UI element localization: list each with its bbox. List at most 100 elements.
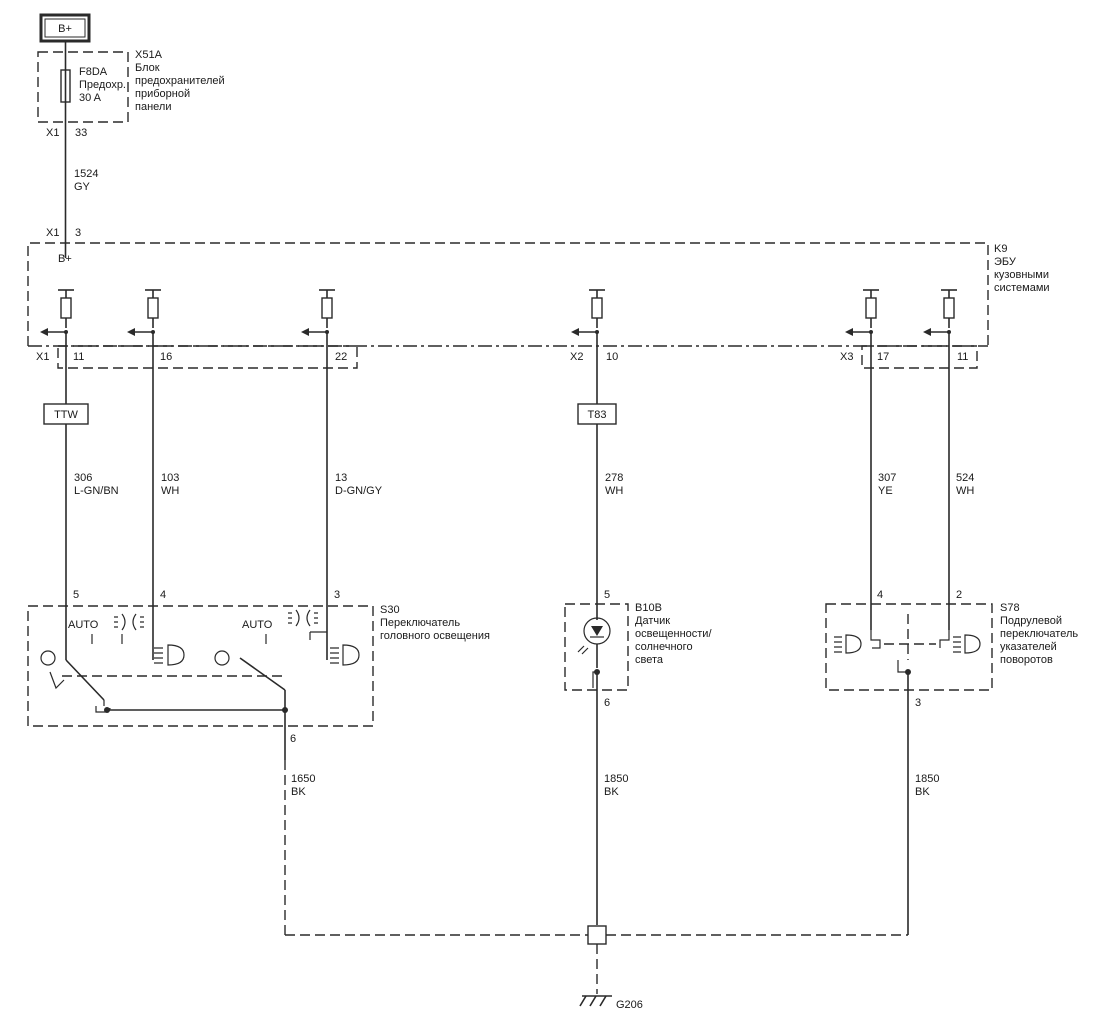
wire-278: T83 278 WH 5: [577, 332, 623, 620]
tag-ttw-label: TTW: [54, 409, 78, 421]
gw-1850b-circuit: 1850: [915, 773, 939, 785]
b10b-name-4: света: [635, 654, 664, 666]
feed-wire: 1524 GY: [64, 138, 98, 258]
wire-103-circuit: 103: [161, 472, 179, 484]
wire-278-pin: 5: [604, 589, 610, 601]
ground-symbol: G206: [579, 995, 643, 1011]
gw-1850a-circuit: 1850: [604, 773, 628, 785]
parking-lamp-icon-2: [288, 609, 318, 627]
bcm-pin-2: 16: [160, 351, 172, 363]
fuse-rating: 30 A: [79, 92, 102, 104]
photodiode-icon: [577, 617, 611, 655]
wire-13-color: D-GN/GY: [335, 485, 383, 497]
ground-splice: [587, 925, 607, 994]
bcm-name-3: системами: [994, 282, 1050, 294]
wire-103-color: WH: [161, 485, 179, 497]
bcm-ref: K9: [994, 243, 1007, 255]
headlamp-icon-3: [834, 634, 862, 654]
b10b-name-2: освещенности/: [635, 628, 712, 640]
bcm-conn-x3: X3: [840, 351, 853, 363]
s30-name-1: Переключатель: [380, 617, 460, 629]
feed-wire-circuit: 1524: [74, 168, 98, 180]
s78-name-4: поворотов: [1000, 654, 1053, 666]
bcm-input-pin: 3: [75, 227, 81, 239]
gw-1650-color: BK: [291, 786, 306, 798]
s78-ground-pin: 3: [915, 697, 921, 709]
b10b-name-3: солнечного: [635, 641, 693, 653]
fuse-connector: X1: [46, 127, 59, 139]
bcm-input-connector: X1: [46, 227, 59, 239]
s30-auto-2: AUTO: [242, 619, 273, 631]
s78-name-2: переключатель: [1000, 628, 1078, 640]
bcm-module: X1 3 B+ K9 ЭБУ кузовными системами X1 X2…: [27, 227, 1050, 369]
wire-306-circuit: 306: [74, 472, 92, 484]
gw-1850a-color: BK: [604, 786, 619, 798]
turn-signal-switch-s78: S78 Подрулевой переключатель указателей …: [825, 602, 1078, 935]
wire-13-circuit: 13: [335, 472, 347, 484]
switch-knob-1: [40, 650, 56, 666]
wire-103: 103 WH 4: [152, 332, 179, 660]
bcm-input-circuit-6: [923, 289, 957, 336]
ground-label: G206: [616, 999, 643, 1011]
ground-wire-1850-b: 1850 BK: [606, 773, 939, 936]
bcm-name-2: кузовными: [994, 269, 1049, 281]
wire-524-circuit: 524: [956, 472, 974, 484]
fuse-block-name-2: предохранителей: [135, 75, 225, 87]
b10b-ref: B10B: [635, 602, 662, 614]
wire-306-pin: 5: [73, 589, 79, 601]
bcm-input-circuit-1: [40, 289, 74, 336]
wire-307-color: YE: [878, 485, 893, 497]
s30-auto-1: AUTO: [68, 619, 99, 631]
switch-knob-2: [214, 650, 230, 666]
headlamp-switch-s30: S30 Переключатель головного освещения AU…: [27, 604, 490, 760]
s78-name-3: указателей: [1000, 641, 1057, 653]
s30-ref: S30: [380, 604, 400, 616]
parking-lamp-icon: [114, 613, 144, 631]
headlamp-icon-4: [953, 634, 981, 654]
wire-307-pin: 4: [877, 589, 883, 601]
bcm-pin-5: 17: [877, 351, 889, 363]
bcm-input-circuit-2: [127, 289, 161, 336]
bcm-name-1: ЭБУ: [994, 256, 1017, 268]
gw-1850b-color: BK: [915, 786, 930, 798]
feed-wire-color: GY: [74, 181, 91, 193]
bcm-pin-6: 11: [957, 351, 968, 363]
bcm-conn-x2: X2: [570, 351, 583, 363]
fuse-block-name-4: панели: [135, 101, 171, 113]
bcm-conn-x1: X1: [36, 351, 49, 363]
wire-307: 307 YE 4: [870, 332, 896, 630]
b10b-ground-pin: 6: [604, 697, 610, 709]
wire-524: 524 WH 2: [948, 332, 974, 630]
wire-306: TTW 306 L-GN/BN 5: [43, 332, 119, 660]
s78-ref: S78: [1000, 602, 1020, 614]
wire-524-color: WH: [956, 485, 974, 497]
gw-1650-circuit: 1650: [291, 773, 315, 785]
wire-524-pin: 2: [956, 589, 962, 601]
light-sensor-b10b: B10B Датчик освещенности/ солнечного све…: [564, 602, 712, 925]
wire-13: 13 D-GN/GY 3: [326, 332, 383, 660]
bcm-pin-1: 11: [73, 351, 84, 363]
bcm-pin-4: 10: [606, 351, 618, 363]
fuse-desc: Предохр.: [79, 79, 126, 91]
wire-13-pin: 3: [334, 589, 340, 601]
fuse-pin: 33: [75, 127, 87, 139]
ground-wire-1650: 1650 BK: [284, 760, 588, 936]
tag-t83-label: T83: [588, 409, 607, 421]
tag-ttw: [43, 403, 89, 425]
fuse-block: F8DA Предохр. 30 A X51A Блок предохранит…: [37, 41, 225, 139]
tag-t83: [577, 403, 617, 425]
ground-wire-1850-a: 1850 BK: [604, 773, 628, 798]
power-label: B+: [58, 23, 72, 35]
s30-name-2: головного освещения: [380, 630, 490, 642]
s78-name-1: Подрулевой: [1000, 615, 1062, 627]
headlamp-icon-2: [330, 644, 360, 666]
bcm-input-circuit-4: [571, 289, 605, 336]
fuse-block-ref: X51A: [135, 49, 163, 61]
bcm-input-circuit-3: [301, 289, 335, 336]
bcm-pin-3: 22: [335, 351, 347, 363]
s30-ground-pin: 6: [290, 733, 296, 745]
fuse-name: F8DA: [79, 66, 108, 78]
power-source: B+: [39, 13, 91, 43]
headlamp-icon: [154, 644, 185, 666]
